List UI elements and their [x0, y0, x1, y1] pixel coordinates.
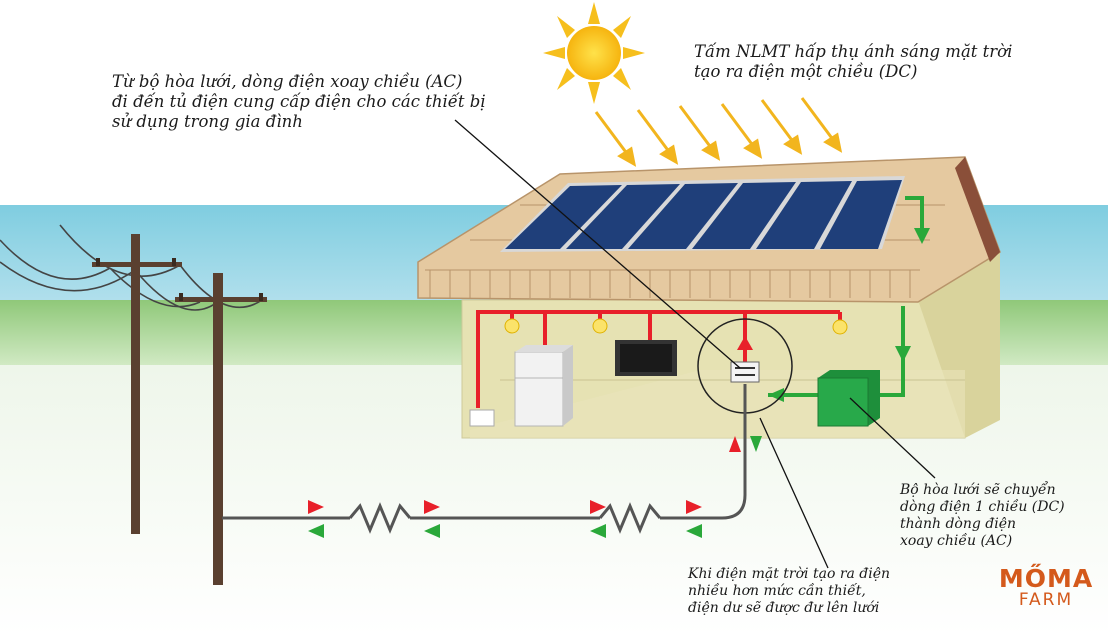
note-line: điện dư sẽ được đư lên lưới	[688, 600, 880, 617]
grid-connection-line	[222, 384, 747, 534]
inverter-box-icon	[817, 370, 880, 427]
note-line: tạo ra điện một chiều (DC)	[694, 62, 918, 82]
note-line: đi đến tủ điện cung cấp điện cho các thi…	[112, 92, 486, 112]
arrow-icon	[768, 228, 930, 402]
note-line: dòng điện 1 chiều (DC)	[900, 499, 1065, 516]
note-line: sử dụng trong gia đình	[112, 112, 303, 132]
arrow-icon	[737, 336, 753, 350]
note-line: Bộ hòa lưới sẽ chuyển	[900, 482, 1056, 498]
utility-pole-icon	[92, 234, 182, 534]
house-side-wall	[918, 250, 1000, 438]
import-arrows	[308, 436, 762, 538]
callout-lines	[454, 119, 936, 569]
logo-wordmark: MŐMA	[998, 564, 1094, 593]
tv-icon	[615, 340, 677, 376]
logo-subtitle: FARM	[1018, 590, 1074, 610]
export-arrows	[308, 436, 741, 514]
wall-outlet-icon	[469, 409, 495, 427]
light-bulb-icon	[504, 318, 520, 334]
note-line: Khi điện mặt trời tạo ra điện	[688, 566, 891, 582]
note-line: xoay chiều (AC)	[900, 533, 1013, 550]
light-bulb-icon	[832, 319, 848, 335]
note-line: Tấm NLMT hấp thụ ánh sáng mặt trời	[694, 42, 1013, 61]
light-bulb-icon	[592, 318, 608, 334]
refrigerator-icon	[514, 345, 573, 427]
panel-absorb-note: Tấm NLMT hấp thụ ánh sáng mặt trời tạo r…	[694, 42, 1012, 82]
utility-pole-icon	[175, 273, 267, 585]
note-line: Từ bộ hòa lưới, dòng điện xoay chiều (AC…	[112, 72, 463, 91]
moma-farm-logo: MŐMA FARM	[990, 566, 1102, 610]
solar-panel-icon	[500, 176, 905, 252]
sun-icon	[543, 2, 645, 104]
meter-icon	[730, 361, 760, 383]
note-line: nhiều hơn mức cần thiết,	[688, 583, 866, 600]
sunlight-arrows	[594, 97, 843, 167]
note-line: thành dòng điện	[900, 516, 1017, 533]
surplus-to-grid-note: Khi điện mặt trời tạo ra điện nhiều hơn …	[688, 566, 890, 617]
grid-to-home-note: Từ bộ hòa lưới, dòng điện xoay chiều (AC…	[112, 72, 486, 132]
inverter-convert-note: Bộ hòa lưới sẽ chuyển dòng điện 1 chiều …	[900, 482, 1065, 550]
